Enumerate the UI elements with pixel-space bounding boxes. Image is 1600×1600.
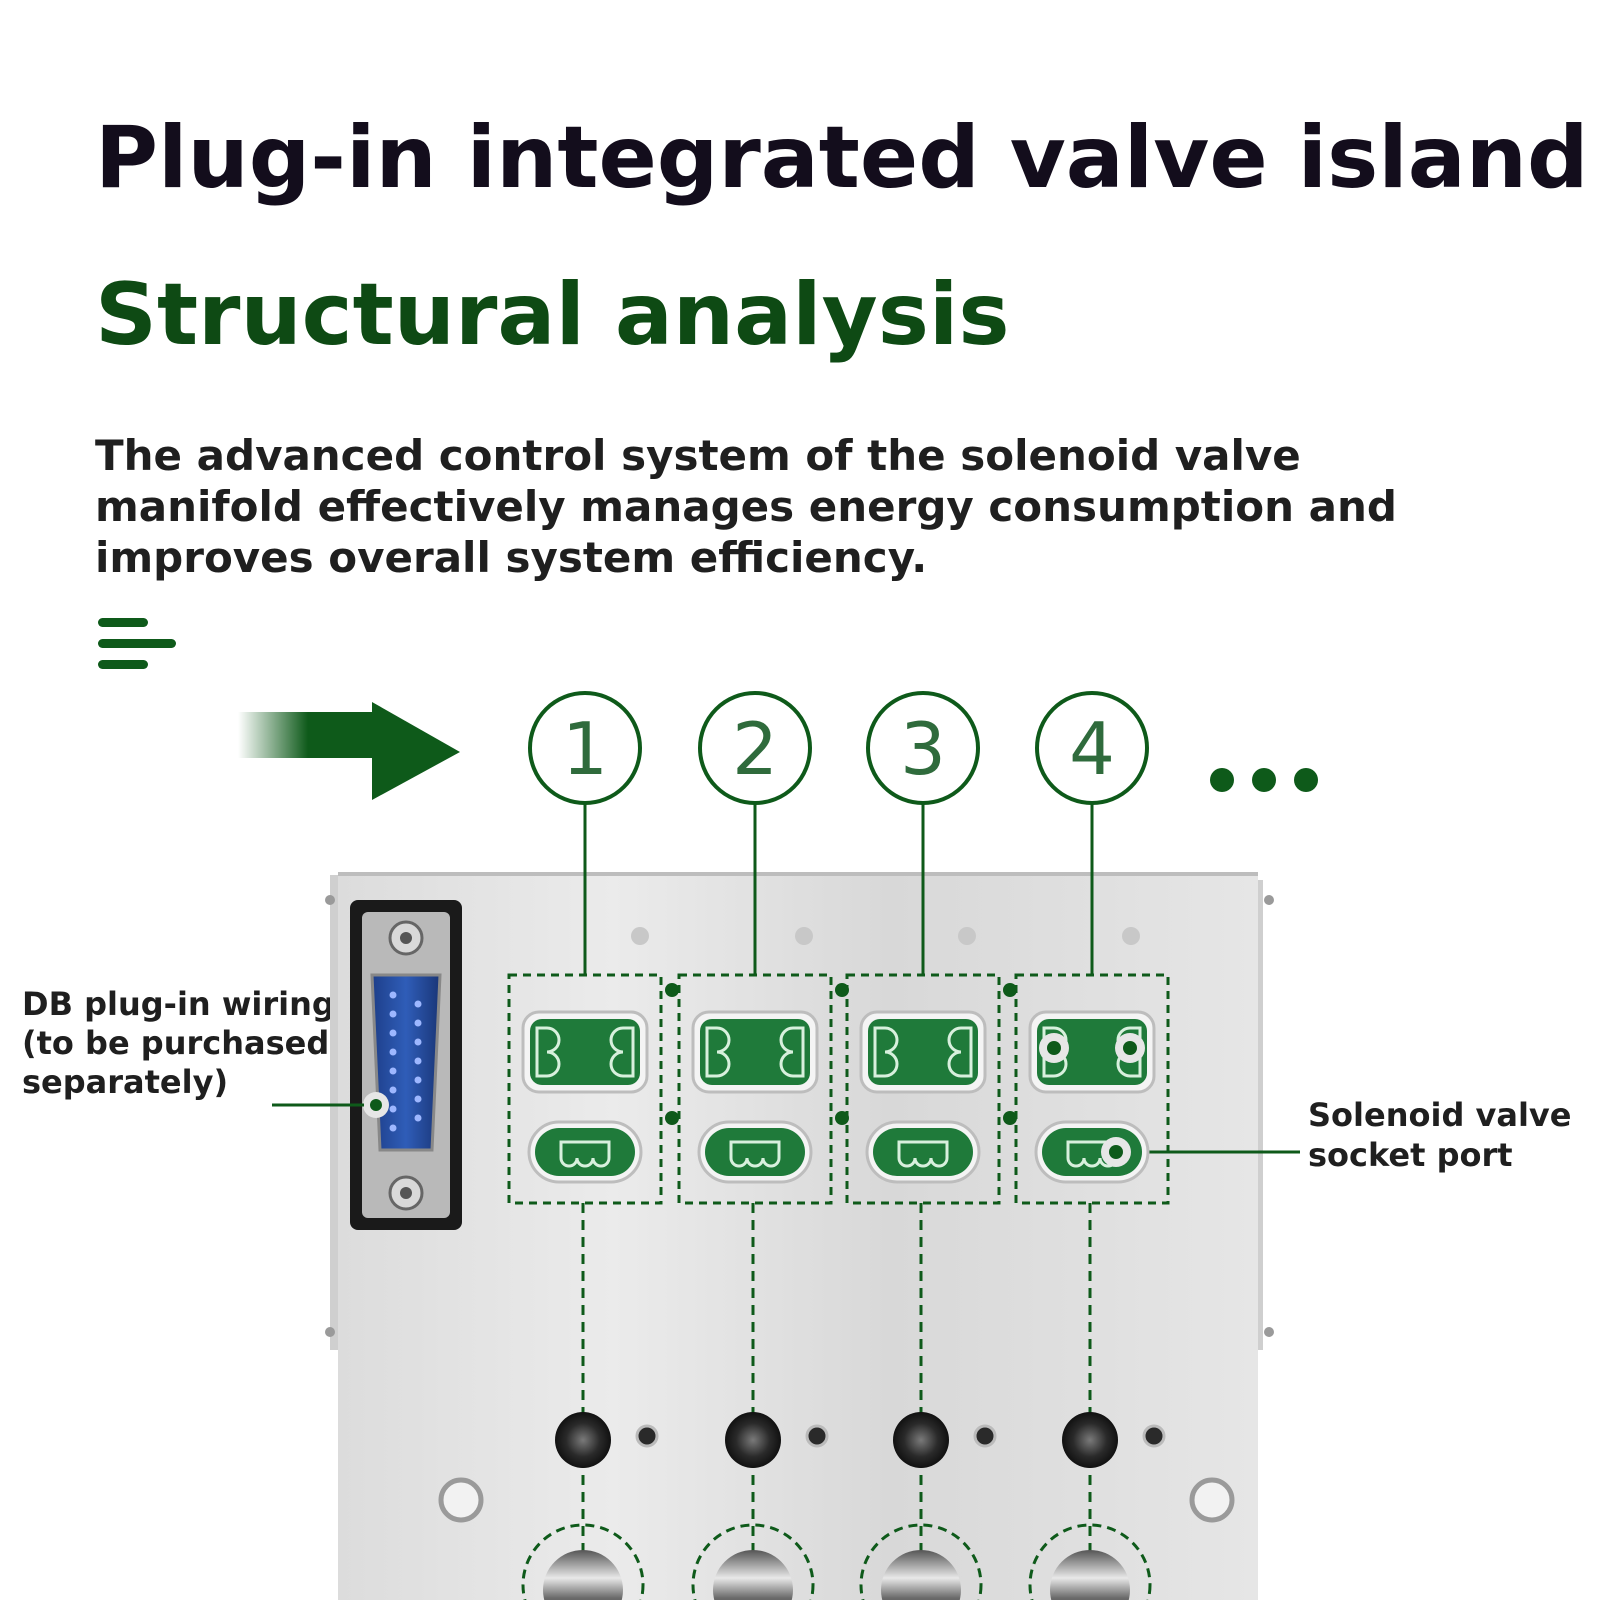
station-number: 4 [1069, 707, 1115, 791]
station-number: 3 [900, 707, 946, 791]
arrow-right-icon [238, 702, 460, 800]
menu-icon [98, 618, 176, 669]
page-subtitle: Structural analysis [95, 265, 1010, 365]
more-indicator [1210, 768, 1318, 792]
db-connector-icon [350, 900, 462, 1230]
manifold-body [325, 872, 1274, 1600]
station-4: 4 [1014, 691, 1170, 1600]
socket-port-label: Solenoid valve socket port [1308, 1096, 1572, 1174]
db-wiring-label: DB plug-in wiring (to be purchased separ… [22, 985, 335, 1101]
station-3: 3 [845, 691, 1017, 1600]
page-title: Plug-in integrated valve island [95, 108, 1589, 208]
station-2: 2 [677, 691, 849, 1600]
station-number: 1 [562, 707, 608, 791]
station-number: 2 [732, 707, 778, 791]
description-text: The advanced control system of the solen… [95, 431, 1397, 582]
station-1: 1 [507, 691, 679, 1600]
